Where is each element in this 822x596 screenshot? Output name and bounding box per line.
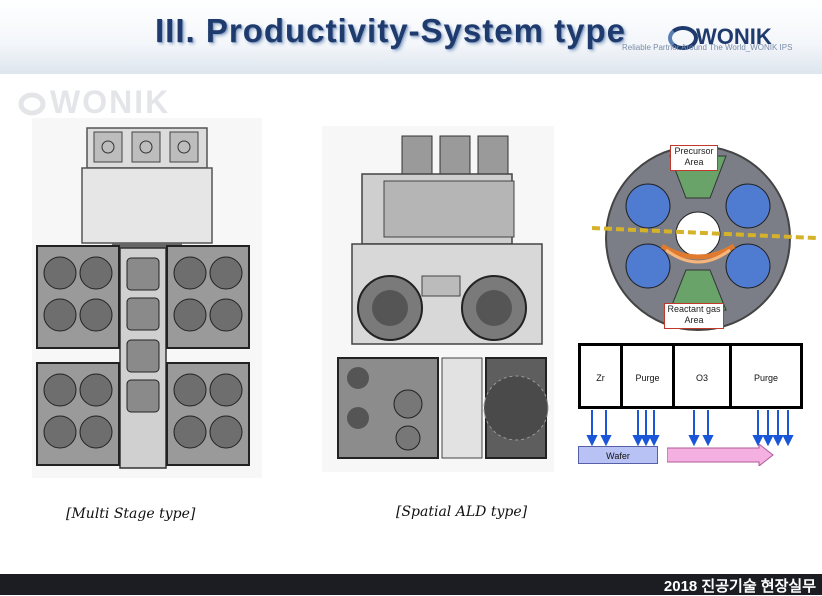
multi-stage-equipment-drawing [32, 118, 262, 478]
footer-bar [0, 574, 822, 595]
chamber-bottom-right [166, 362, 250, 466]
multi-stage-caption: [Multi Stage type] [66, 506, 196, 522]
footer-text: 2018 진공기술 현장실무 [663, 578, 816, 595]
wafer-bar: Wafer [578, 446, 658, 464]
chamber-top-right [166, 245, 250, 349]
gas-zone-zr: Zr [581, 346, 623, 406]
gas-zone-o3: O3 [675, 346, 732, 406]
brand-tagline: Reliable Partner Around The World_WONIK … [622, 43, 793, 52]
watermark-logo-icon [18, 92, 46, 116]
gas-flow-arrows [586, 410, 794, 447]
brand-logo: WONIK [696, 24, 772, 49]
wafer-motion-arrow-icon [667, 444, 774, 466]
precursor-area-label: Precursor Area [670, 145, 718, 171]
spatial-ald-caption: [Spatial ALD type] [396, 504, 528, 520]
wonik-logo-icon [668, 26, 698, 50]
watermark-logo: WONIK [50, 84, 171, 120]
chamber-bottom-left [36, 362, 120, 466]
chamber-top-left [36, 245, 120, 349]
spatial-ald-equipment-drawing [322, 126, 554, 472]
slide-title: III. Productivity-System type [155, 12, 626, 49]
gas-zone-purge-1: Purge [623, 346, 675, 406]
gas-zone-box: Zr Purge O3 Purge [578, 343, 803, 409]
susceptor-diagram [591, 145, 817, 331]
reactant-gas-area-label: Reactant gas Area [664, 303, 724, 329]
gas-zone-purge-2: Purge [753, 373, 779, 383]
